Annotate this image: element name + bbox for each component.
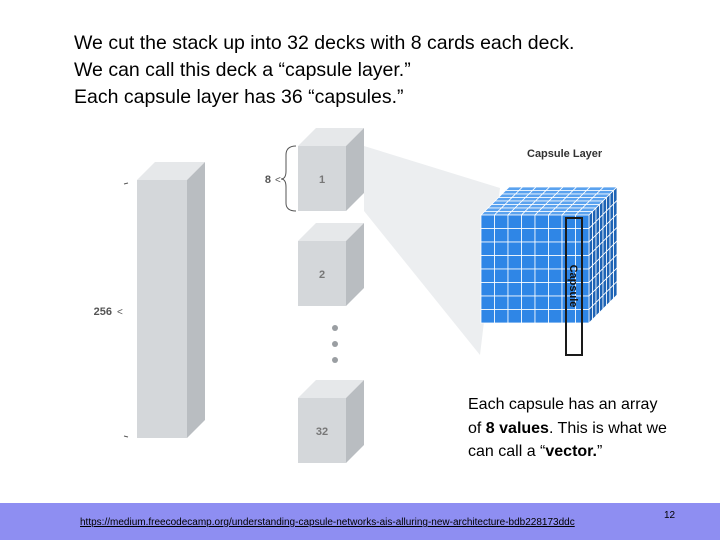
capsule-highlight-box — [565, 217, 583, 356]
cube-front-cell — [480, 309, 495, 324]
cube-front-cell — [507, 255, 522, 270]
ellipsis-dots — [332, 325, 338, 363]
cube-front-cell — [534, 255, 549, 270]
cube-front-cell — [534, 268, 549, 283]
cube-front-cell — [534, 214, 549, 229]
capsule-caption: Each capsule has an array of 8 values. T… — [468, 393, 668, 464]
page-number: 12 — [664, 510, 676, 521]
cube-front-cell — [548, 241, 563, 256]
deck-height-arrow: < — [275, 175, 281, 186]
cube-front-cell — [561, 241, 576, 256]
caption-bold-vector: vector. — [545, 443, 597, 460]
cube-front-cell — [534, 282, 549, 297]
cube-front-cell — [494, 282, 509, 297]
tall-stack-block — [137, 162, 205, 438]
cube-front-cell — [548, 255, 563, 270]
cube-front-cell — [548, 282, 563, 297]
cube-front-cell — [534, 241, 549, 256]
cube-front-cell — [494, 309, 509, 324]
cube-front-cell — [480, 295, 495, 310]
cube-front-cell — [521, 241, 536, 256]
cube-side-cell — [602, 291, 607, 310]
cube-front-cell — [494, 241, 509, 256]
cube-front-cell — [521, 282, 536, 297]
cube-side-cell — [613, 280, 618, 300]
cube-side-cell — [588, 305, 593, 324]
capsule-layer-cube — [480, 186, 618, 324]
footer-bar: https://medium.freecodecamp.org/understa… — [0, 503, 720, 540]
stack-height-bracket — [123, 182, 129, 438]
source-link[interactable]: https://medium.freecodecamp.org/understa… — [80, 517, 575, 528]
cube-front-cell — [480, 214, 495, 229]
cube-front-cell — [507, 268, 522, 283]
deck-block-1 — [298, 128, 364, 211]
cube-side-cell — [592, 301, 597, 321]
cube-front-cell — [561, 228, 576, 243]
cube-front-cell — [494, 214, 509, 229]
cube-front-cell — [561, 309, 576, 324]
stack-height-arrow: < — [117, 307, 123, 318]
cube-side-cell — [606, 287, 611, 307]
deck-block-2 — [298, 223, 364, 306]
cube-side-cell — [599, 294, 604, 314]
cube-front-cell — [480, 268, 495, 283]
cube-front-cell — [548, 214, 563, 229]
capsule-layer-title: Capsule Layer — [527, 148, 603, 160]
heading-line-3: Each capsule layer has 36 “capsules.” — [74, 86, 404, 108]
slide-heading: We cut the stack up into 32 decks with 8… — [74, 30, 574, 111]
capsule-diagram: 256 < 1 8 < 2 32 Capsule Capsule Layer — [94, 128, 618, 463]
deck-label-1: 1 — [319, 174, 325, 186]
cube-front-cell — [507, 295, 522, 310]
projection-cone — [364, 146, 500, 355]
deck-label-2: 2 — [319, 269, 325, 281]
caption-text-2: . This is what we can call a “ — [468, 419, 667, 461]
stack-height-label: 256 — [94, 306, 112, 318]
cube-front-cell — [494, 255, 509, 270]
cube-front-cell — [548, 228, 563, 243]
deck-label-32: 32 — [316, 426, 328, 438]
cube-front-cell — [548, 268, 563, 283]
cube-front-cell — [521, 228, 536, 243]
cube-front-cell — [507, 241, 522, 256]
deck-block-32 — [298, 380, 364, 463]
deck-height-bracket — [280, 145, 297, 212]
cube-front-cell — [521, 214, 536, 229]
cube-front-cell — [494, 228, 509, 243]
cube-side-cell — [595, 298, 600, 317]
heading-line-1: We cut the stack up into 32 decks with 8… — [74, 32, 575, 54]
cube-front-cell — [494, 268, 509, 283]
cube-front-cell — [507, 282, 522, 297]
cube-front-cell — [480, 255, 495, 270]
cube-front-cell — [507, 309, 522, 324]
cube-front-cell — [548, 295, 563, 310]
cube-side-cell — [609, 284, 614, 303]
heading-line-2: We can call this deck a “capsule layer.” — [74, 59, 411, 81]
cube-front-cell — [548, 309, 563, 324]
cube-front-cell — [480, 282, 495, 297]
cube-front-cell — [534, 309, 549, 324]
caption-text-1: Each capsule has an array of — [468, 396, 658, 437]
cube-front-cell — [507, 228, 522, 243]
cube-front-cell — [521, 255, 536, 270]
cube-front-cell — [534, 228, 549, 243]
deck-height-label: 8 — [265, 174, 271, 186]
caption-bold-values: 8 values — [485, 419, 549, 437]
cube-front-cell — [521, 295, 536, 310]
cube-front-cell — [480, 228, 495, 243]
cube-front-cell — [480, 241, 495, 256]
capsule-label: Capsule — [567, 265, 579, 308]
cube-front-cell — [494, 295, 509, 310]
caption-text-3: ” — [596, 443, 603, 460]
cube-front-cell — [507, 214, 522, 229]
cube-front-cell — [521, 268, 536, 283]
cube-front-cell — [534, 295, 549, 310]
cube-front-cell — [521, 309, 536, 324]
